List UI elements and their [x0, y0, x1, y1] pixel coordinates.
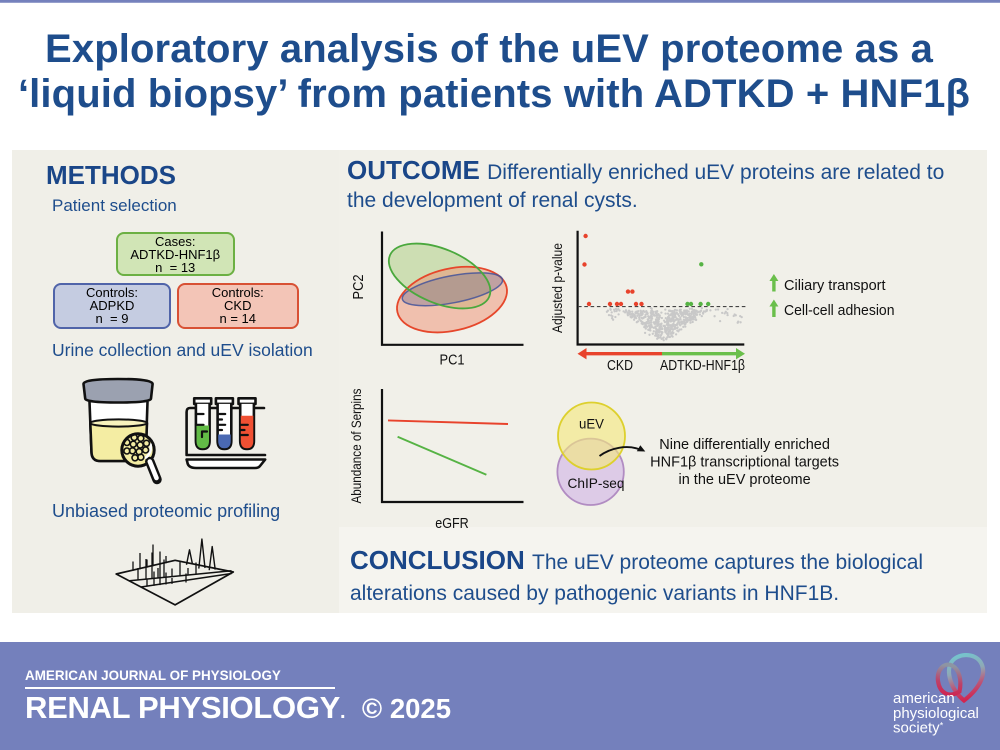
- svg-text:ADTKD-HNF1β: ADTKD-HNF1β: [660, 357, 745, 374]
- svg-text:eGFR: eGFR: [435, 515, 469, 532]
- svg-text:Abundance of Serpins: Abundance of Serpins: [348, 389, 364, 504]
- svg-text:PC2: PC2: [350, 275, 367, 300]
- svg-text:in the uEV proteome: in the uEV proteome: [678, 472, 810, 488]
- svg-text:ChIP-seq: ChIP-seq: [568, 475, 625, 491]
- svg-text:society*: society*: [893, 720, 944, 737]
- svg-text:HNF1β transcriptional targets: HNF1β transcriptional targets: [650, 455, 839, 471]
- svg-text:Nine differentially enriched: Nine differentially enriched: [659, 437, 830, 453]
- svg-text:Adjusted p-value: Adjusted p-value: [549, 243, 565, 333]
- svg-text:PC1: PC1: [440, 352, 465, 369]
- svg-text:american: american: [893, 690, 955, 707]
- svg-text:physiological: physiological: [893, 705, 979, 722]
- svg-text:uEV: uEV: [579, 415, 605, 431]
- svg-text:Cell-cell adhesion: Cell-cell adhesion: [784, 303, 895, 319]
- svg-text:CKD: CKD: [607, 357, 633, 374]
- svg-text:Ciliary transport: Ciliary transport: [784, 278, 886, 294]
